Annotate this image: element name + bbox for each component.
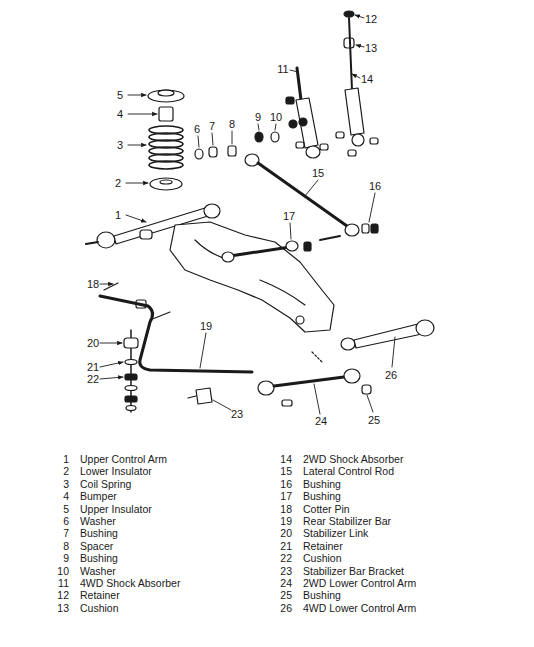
callout-number: 8: [229, 119, 235, 130]
callout-number: 6: [194, 124, 200, 135]
callout-number: 4: [117, 109, 123, 120]
callout-number: 9: [255, 112, 261, 123]
callout-number: 11: [277, 64, 288, 75]
legend-number: 10: [57, 565, 69, 576]
legend-number: 25: [280, 590, 292, 601]
legend-number: 20: [280, 528, 292, 539]
legend-number: 23: [280, 565, 292, 576]
callout-number: 20: [87, 338, 99, 349]
legend-number: 7: [63, 528, 69, 539]
part-name: Cushion: [303, 553, 342, 564]
part-name: Bumper: [80, 491, 117, 502]
part-name: Bushing: [303, 590, 341, 601]
part-name: Cotter Pin: [303, 503, 350, 514]
axle-housing: [170, 222, 334, 332]
legend-number: 19: [280, 516, 292, 527]
legend-number: 17: [280, 491, 292, 502]
legend-number: 21: [280, 541, 292, 552]
callout-number: 5: [117, 90, 123, 101]
callout-number: 13: [365, 43, 377, 54]
callout-number: 7: [209, 121, 215, 132]
callout-number: 12: [365, 14, 377, 25]
callout-number: 10: [270, 112, 282, 123]
callout-number: 1: [115, 210, 121, 221]
part-name: Washer: [80, 565, 116, 576]
callout-number: 16: [369, 181, 381, 192]
callout-number: 3: [117, 140, 123, 151]
stabilizer: [100, 283, 252, 412]
part-name: Cushion: [80, 603, 119, 614]
callout-number: 18: [87, 279, 99, 290]
spring-assembly: [148, 90, 184, 190]
small-parts: [195, 97, 294, 159]
part-name: Upper Control Arm: [80, 454, 167, 465]
part-name: Retainer: [80, 590, 120, 601]
legend-number: 18: [280, 503, 292, 514]
part-name: Lateral Control Rod: [303, 466, 394, 477]
callout-number: 19: [200, 321, 212, 332]
part-name: Retainer: [303, 541, 343, 552]
part-name: 2WD Lower Control Arm: [303, 578, 416, 589]
part-name: Spacer: [80, 541, 113, 552]
shock-2wd: [336, 11, 378, 156]
legend-number: 3: [63, 479, 69, 490]
legend-number: 24: [280, 578, 292, 589]
part-name: Rear Stabilizer Bar: [303, 516, 391, 527]
part-name: Bushing: [303, 491, 341, 502]
legend-number: 12: [57, 590, 69, 601]
lower-arm-2wd: [258, 352, 371, 406]
legend-number: 15: [280, 466, 292, 477]
part-name: 2WD Shock Absorber: [303, 454, 403, 465]
callout-number: 21: [87, 362, 99, 373]
part-name: Washer: [80, 516, 116, 527]
part-name: Upper Insulator: [80, 503, 152, 514]
legend-number: 2: [63, 466, 69, 477]
lateral-rod: [245, 154, 378, 240]
part-name: Bushing: [80, 553, 118, 564]
legend-number: 6: [63, 516, 69, 527]
part-name: Stabilizer Bar Bracket: [303, 565, 404, 576]
shock-4wd: [289, 68, 328, 158]
legend-number: 11: [58, 578, 69, 589]
part-name: 4WD Shock Absorber: [80, 578, 180, 589]
legend-number: 13: [57, 603, 69, 614]
callout-number: 25: [368, 415, 380, 426]
callout-number: 24: [315, 416, 327, 427]
callout-number: 2: [115, 178, 121, 189]
callout-number: 15: [312, 168, 324, 179]
callout-number: 14: [361, 74, 373, 85]
callout-number: 22: [87, 374, 99, 385]
legend-number: 1: [63, 454, 69, 465]
part-name: 4WD Lower Control Arm: [303, 603, 416, 614]
legend-number: 4: [63, 491, 69, 502]
legend-number: 22: [280, 553, 292, 564]
legend-number: 9: [63, 553, 69, 564]
callout-number: 26: [385, 370, 397, 381]
leader-lines: [100, 15, 395, 414]
lower-arm-4wd: [341, 320, 434, 350]
legend-number: 8: [63, 541, 69, 552]
legend-number: 26: [280, 603, 292, 614]
legend-number: 14: [280, 454, 292, 465]
callout-number: 23: [231, 409, 243, 420]
part-name: Stabilizer Link: [303, 528, 368, 539]
part-name: Coil Spring: [80, 479, 131, 490]
part-name: Bushing: [80, 528, 118, 539]
callout-number: 17: [283, 211, 295, 222]
part-name: Lower Insulator: [80, 466, 152, 477]
legend-number: 16: [280, 479, 292, 490]
legend-number: 5: [63, 503, 69, 514]
part-name: Bushing: [303, 479, 341, 490]
